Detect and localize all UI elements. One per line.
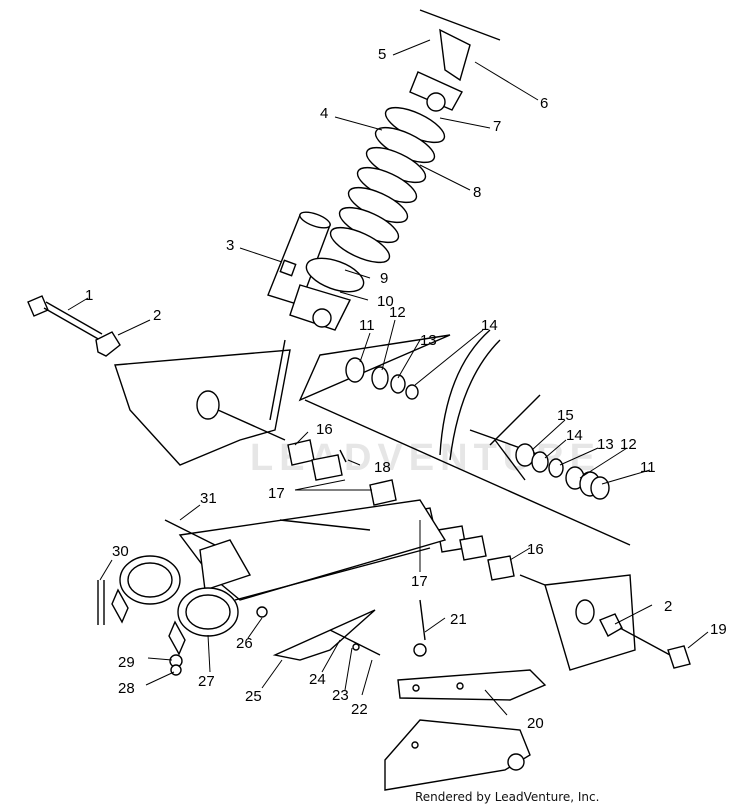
- callout-10: 10: [377, 293, 394, 310]
- callout-labels: 1 2 2 3 4 5 6 7 8 9 10 11 11 12 12 13 13…: [85, 46, 727, 732]
- callout-7: 7: [493, 118, 501, 135]
- right-plate-and-bolt: [519, 574, 691, 671]
- callout-29: 29: [118, 654, 135, 671]
- callout-23: 23: [332, 687, 349, 704]
- coil-spring: [329, 106, 446, 264]
- callout-12: 12: [620, 436, 637, 453]
- callout-16: 16: [527, 541, 544, 558]
- callout-28: 28: [118, 680, 135, 697]
- mount-bracket: [384, 599, 547, 791]
- callout-2: 2: [153, 307, 161, 324]
- callout-24: 24: [309, 671, 326, 688]
- callout-15: 15: [557, 407, 574, 424]
- callout-17: 17: [268, 485, 285, 502]
- callout-13: 13: [597, 436, 614, 453]
- callout-4: 4: [320, 105, 328, 122]
- callout-25: 25: [245, 688, 262, 705]
- callout-22: 22: [351, 701, 368, 718]
- shock-absorber-assembly: [267, 9, 501, 331]
- callout-20: 20: [527, 715, 544, 732]
- callout-27: 27: [198, 673, 215, 690]
- callout-3: 3: [226, 237, 234, 254]
- callout-14: 14: [481, 317, 498, 334]
- callout-8: 8: [473, 184, 481, 201]
- callout-19: 19: [710, 621, 727, 638]
- callout-leader-lines: [67, 39, 709, 716]
- callout-11: 11: [640, 459, 656, 476]
- callout-9: 9: [380, 270, 388, 287]
- callout-14: 14: [566, 427, 583, 444]
- callout-26: 26: [236, 635, 253, 652]
- swing-arm: [97, 499, 447, 676]
- callout-2: 2: [664, 598, 672, 615]
- callout-12: 12: [389, 304, 406, 321]
- callout-1: 1: [85, 287, 93, 304]
- callout-30: 30: [112, 543, 129, 560]
- callout-13: 13: [420, 332, 437, 349]
- callout-18: 18: [374, 459, 391, 476]
- callout-31: 31: [200, 490, 217, 507]
- callout-6: 6: [540, 95, 548, 112]
- callout-11: 11: [359, 317, 375, 334]
- callout-16: 16: [316, 421, 333, 438]
- callout-21: 21: [450, 611, 467, 628]
- callout-5: 5: [378, 46, 386, 63]
- callout-17: 17: [411, 573, 428, 590]
- bolt-and-left-plate: [27, 295, 291, 466]
- render-credit: Rendered by LeadVenture, Inc.: [415, 790, 599, 804]
